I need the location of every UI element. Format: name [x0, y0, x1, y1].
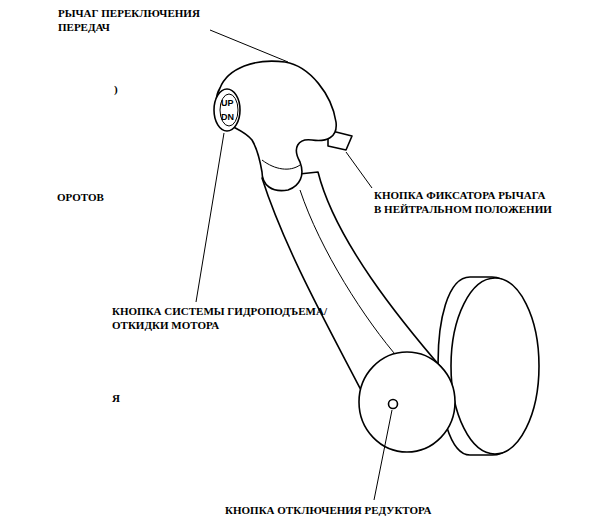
button-marking: UP — [221, 98, 234, 108]
trim-button-rim — [220, 94, 238, 126]
grip-edge — [262, 160, 300, 169]
callout-label: ОРОТОВ — [57, 190, 104, 204]
callout-label: Я — [112, 391, 120, 405]
leader-line — [196, 133, 224, 302]
callout-label: КНОПКА ОТКЛЮЧЕНИЯ РЕДУКТОРА — [225, 503, 431, 517]
callout-label: КНОПКА ФИКСАТОРА РЫЧАГА В НЕЙТРАЛЬНОМ ПО… — [374, 188, 554, 216]
leader-line — [374, 410, 392, 500]
button-marking: DN — [221, 112, 234, 122]
drum-face — [451, 278, 539, 454]
leader-line — [210, 30, 288, 62]
arm-edge — [300, 190, 400, 360]
pivot-hub — [359, 352, 455, 452]
callout-label: РЫЧАГ ПЕРЕКЛЮЧЕНИЯ ПЕРЕДАЧ — [58, 6, 223, 34]
gearbox-release-button — [389, 400, 398, 409]
callout-label: КНОПКА СИСТЕМЫ ГИДРОПОДЪЕМА/ ОТКИДКИ МОТ… — [112, 304, 347, 332]
callout-label: ) — [114, 82, 118, 96]
leader-line — [346, 152, 372, 188]
trim-button — [214, 89, 240, 131]
